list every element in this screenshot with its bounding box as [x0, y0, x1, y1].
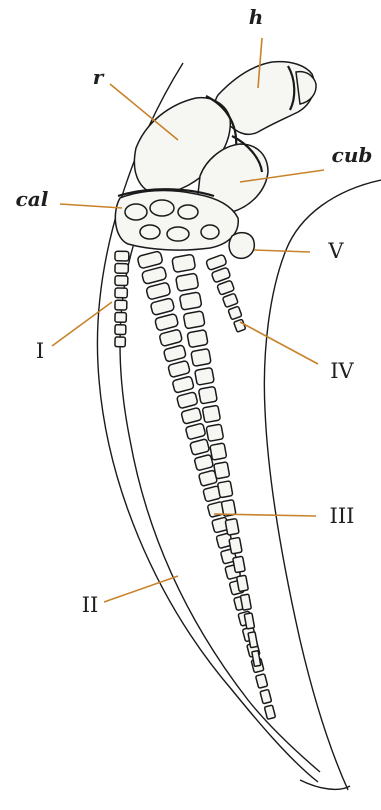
leader-cal — [60, 204, 122, 208]
label-I: I — [36, 339, 44, 363]
digit-III-bones — [172, 254, 261, 666]
digit-III-phalanx — [229, 537, 242, 554]
digit-IV-phalanx — [234, 319, 246, 332]
digit-III-phalanx — [214, 462, 230, 479]
digit-II-phalanx — [141, 266, 167, 284]
label-II: II — [82, 593, 99, 617]
digit-III-phalanx — [183, 311, 205, 329]
digit-II-phalanx — [260, 689, 272, 703]
digit-IV-phalanx — [217, 280, 235, 295]
digit-II-phalanx — [146, 282, 171, 300]
digit-III-phalanx — [240, 594, 251, 610]
digit-III-phalanx — [198, 386, 217, 404]
digit-II-phalanx — [194, 454, 213, 470]
carpal-1 — [125, 204, 147, 220]
digit-II-phalanx — [172, 376, 194, 393]
label-III: III — [330, 504, 355, 528]
label-cub: cub — [332, 143, 373, 167]
leader-I — [52, 302, 112, 346]
digit-III-phalanx — [225, 518, 239, 535]
digit-II-phalanx — [264, 705, 275, 719]
digit-III-phalanx — [179, 292, 202, 310]
carpal-3 — [178, 205, 198, 219]
digit-II-phalanx — [155, 313, 179, 331]
digit-IV-phalanx — [228, 306, 242, 320]
digit-III-phalanx — [237, 575, 249, 591]
label-V: V — [327, 239, 344, 263]
labels: h r cub cal V I IV III II — [16, 5, 373, 617]
digit-I-phalanx — [115, 300, 127, 310]
digit-I-phalanx — [115, 263, 128, 273]
digit-III-phalanx — [217, 481, 232, 498]
digit-II-bones — [137, 251, 276, 720]
digit-V-element — [229, 233, 254, 259]
digit-II-phalanx — [177, 392, 198, 409]
digit-bones — [115, 251, 276, 720]
carpal-5 — [167, 227, 189, 241]
tip-edge — [300, 780, 350, 789]
digit-I-phalanx — [115, 325, 126, 335]
digit-I-phalanx — [115, 337, 125, 347]
digit-I-bones — [115, 251, 129, 347]
label-cal: cal — [16, 187, 49, 211]
digit-II-phalanx — [168, 360, 191, 377]
outer-contour-right — [264, 180, 381, 790]
carpal-6 — [201, 225, 219, 239]
digit-II-phalanx — [185, 423, 206, 440]
digit-III-phalanx — [172, 254, 196, 273]
label-r: r — [93, 65, 105, 89]
digit-I-phalanx — [115, 288, 127, 298]
digit-III-phalanx — [206, 424, 224, 441]
digit-III-phalanx — [244, 613, 254, 629]
digit-I-phalanx — [115, 276, 128, 286]
leader-II — [104, 576, 178, 602]
digit-I-phalanx — [115, 312, 126, 322]
digit-III-phalanx — [202, 405, 220, 423]
digit-II-phalanx — [150, 298, 175, 316]
digit-III-phalanx — [210, 443, 227, 460]
label-h: h — [249, 5, 264, 29]
digit-III-phalanx — [176, 273, 199, 291]
digit-II-phalanx — [190, 439, 210, 456]
leader-IV — [240, 322, 318, 364]
digit-II-phalanx — [163, 345, 186, 362]
digit-IV-phalanx — [222, 293, 238, 307]
digit-IV-bones — [206, 254, 246, 332]
leader-V — [254, 250, 310, 252]
digit-I-phalanx — [115, 251, 129, 261]
digit-II-phalanx — [159, 329, 183, 347]
digit-III-phalanx — [233, 556, 246, 572]
carpal-2 — [150, 200, 174, 216]
digit-III-phalanx — [191, 348, 211, 366]
digit-II-phalanx — [256, 674, 268, 689]
digit-II-phalanx — [137, 251, 163, 269]
digit-III-phalanx — [195, 367, 215, 385]
digit-III-phalanx — [187, 330, 208, 348]
label-IV: IV — [330, 359, 354, 383]
carpal-4 — [140, 225, 160, 239]
digit-II-phalanx — [181, 407, 202, 424]
